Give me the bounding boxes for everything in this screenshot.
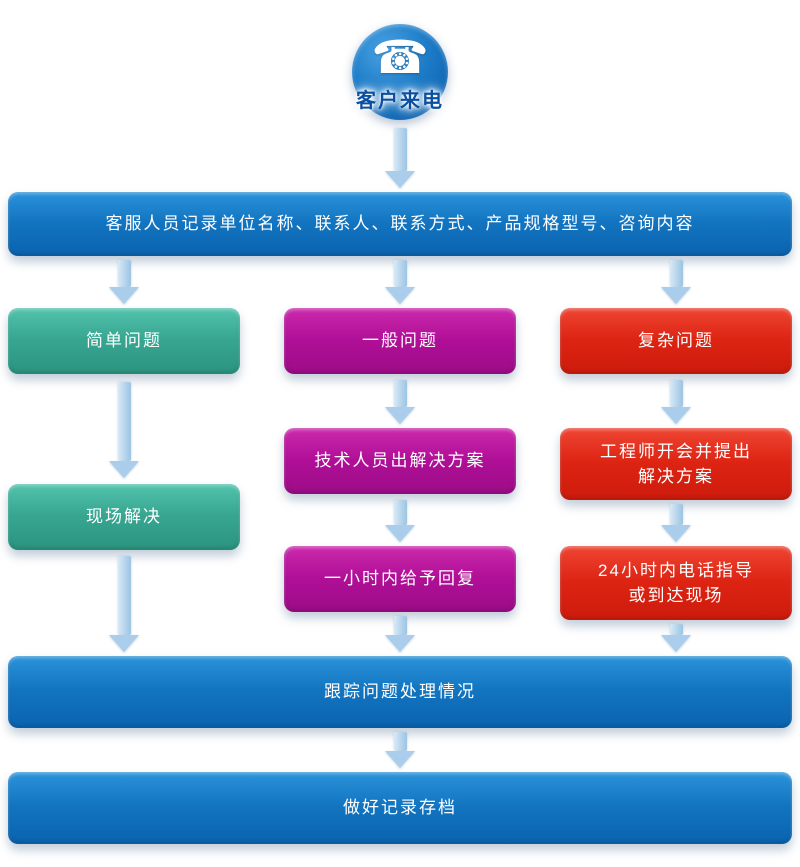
down-arrow-icon	[661, 504, 691, 542]
down-arrow-icon	[661, 260, 691, 304]
complex-problem-box: 复杂问题	[560, 308, 792, 374]
reply-one-hour-box: 一小时内给予回复	[284, 546, 516, 612]
simple-problem-box: 简单问题	[8, 308, 240, 374]
down-arrow-icon	[385, 616, 415, 652]
down-arrow-icon	[661, 624, 691, 652]
start-label: 客户来电	[356, 90, 444, 112]
engineer-meeting-box: 工程师开会并提出 解决方案	[560, 428, 792, 500]
down-arrow-icon	[385, 732, 415, 768]
tech-solution-box: 技术人员出解决方案	[284, 428, 516, 494]
customer-call-badge: ☎	[352, 24, 448, 120]
down-arrow-icon	[385, 380, 415, 424]
down-arrow-icon	[661, 380, 691, 424]
down-arrow-icon	[109, 382, 139, 478]
onsite-solve-box: 现场解决	[8, 484, 240, 550]
down-arrow-icon	[385, 260, 415, 304]
record-info-bar: 客服人员记录单位名称、联系人、联系方式、产品规格型号、咨询内容	[8, 192, 792, 256]
phone-icon: ☎	[371, 31, 429, 83]
down-arrow-icon	[385, 128, 415, 188]
phone-guide-box: 24小时内电话指导 或到达现场	[560, 546, 792, 620]
track-progress-bar: 跟踪问题处理情况	[8, 656, 792, 728]
down-arrow-icon	[109, 556, 139, 652]
down-arrow-icon	[109, 260, 139, 304]
general-problem-box: 一般问题	[284, 308, 516, 374]
archive-record-bar: 做好记录存档	[8, 772, 792, 844]
down-arrow-icon	[385, 500, 415, 542]
